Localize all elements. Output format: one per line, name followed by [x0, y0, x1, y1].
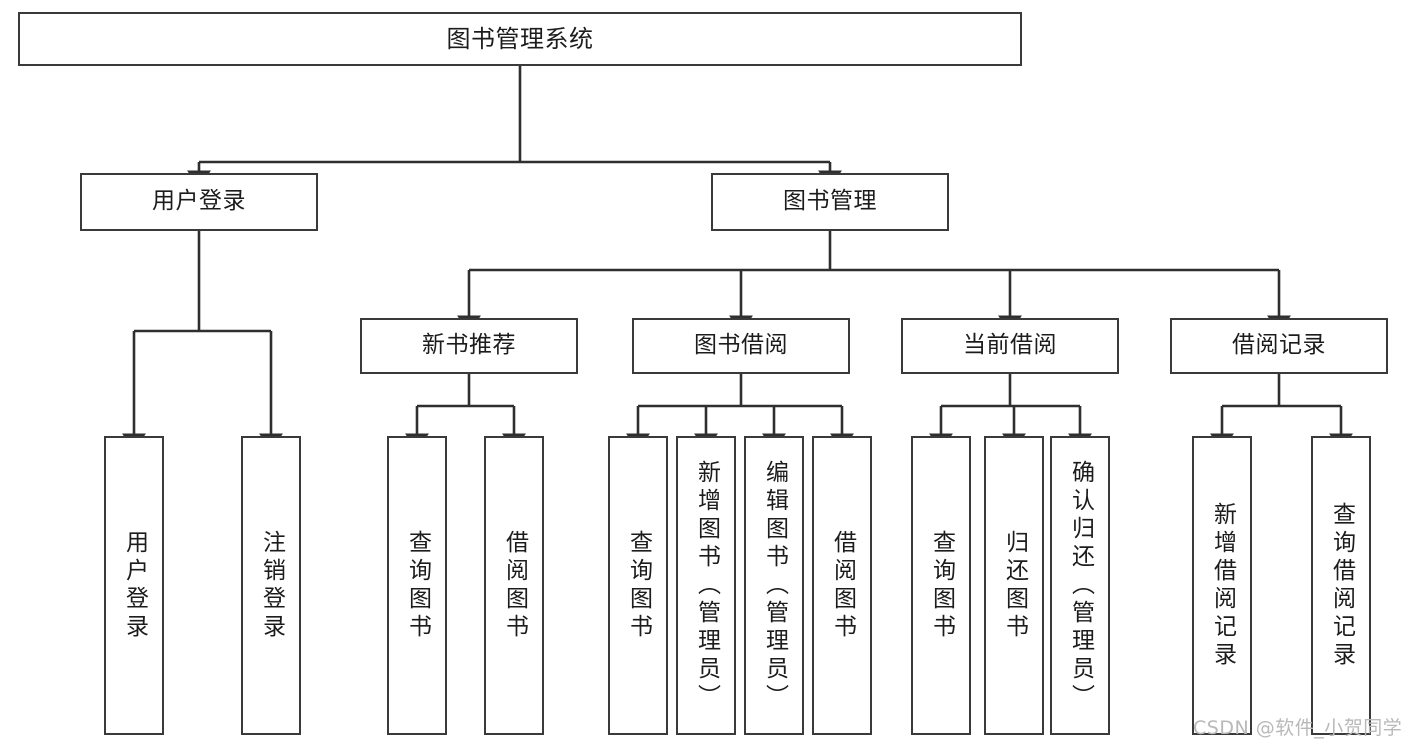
node-label: 新书推荐	[422, 332, 516, 359]
node-label: 归还图书	[1001, 529, 1028, 642]
node-label: 用户登录	[121, 529, 148, 642]
node-leaf_add_book[interactable]: 新增图书（管理员）	[676, 436, 736, 735]
node-leaf_edit_book[interactable]: 编辑图书（管理员）	[744, 436, 804, 735]
node-label: 图书借阅	[694, 332, 788, 359]
edge-paths	[122, 66, 1353, 453]
node-label: 确认归还（管理员）	[1067, 459, 1094, 712]
node-current_borrow[interactable]: 当前借阅	[901, 318, 1119, 374]
node-new_book_rec[interactable]: 新书推荐	[360, 318, 578, 374]
node-label: 查询借阅记录	[1328, 501, 1355, 670]
node-label: 查询图书	[928, 529, 955, 642]
node-leaf_query_book_2[interactable]: 查询图书	[608, 436, 668, 735]
node-label: 图书管理系统	[446, 24, 594, 53]
node-label: 当前借阅	[963, 332, 1057, 359]
node-user_login[interactable]: 用户登录	[80, 173, 318, 231]
node-leaf_user_login[interactable]: 用户登录	[104, 436, 164, 735]
node-borrow_record[interactable]: 借阅记录	[1170, 318, 1388, 374]
node-root[interactable]: 图书管理系统	[18, 12, 1022, 66]
node-label: 查询图书	[625, 529, 652, 642]
node-label: 借阅记录	[1232, 332, 1326, 359]
node-leaf_borrow_book_1[interactable]: 借阅图书	[484, 436, 544, 735]
csdn-watermark: CSDN @软件_小贺同学	[1193, 717, 1403, 739]
node-leaf_query_book_1[interactable]: 查询图书	[387, 436, 447, 735]
node-label: 编辑图书（管理员）	[761, 459, 788, 712]
node-label: 用户登录	[152, 188, 246, 215]
node-leaf_return_book[interactable]: 归还图书	[984, 436, 1044, 735]
node-book_manage[interactable]: 图书管理	[711, 173, 949, 231]
node-leaf_query_book_3[interactable]: 查询图书	[911, 436, 971, 735]
node-leaf_confirm_return[interactable]: 确认归还（管理员）	[1050, 436, 1110, 735]
node-leaf_query_record[interactable]: 查询借阅记录	[1311, 436, 1371, 735]
node-leaf_user_logout[interactable]: 注销登录	[241, 436, 301, 735]
node-label: 借阅图书	[829, 529, 856, 642]
node-leaf_borrow_book_2[interactable]: 借阅图书	[812, 436, 872, 735]
node-book_borrow[interactable]: 图书借阅	[632, 318, 850, 374]
node-label: 图书管理	[783, 188, 877, 215]
node-label: 查询图书	[404, 529, 431, 642]
node-label: 新增借阅记录	[1209, 501, 1236, 670]
node-label: 注销登录	[258, 529, 285, 642]
node-label: 借阅图书	[501, 529, 528, 642]
node-leaf_add_record[interactable]: 新增借阅记录	[1192, 436, 1252, 735]
node-label: 新增图书（管理员）	[693, 459, 720, 712]
